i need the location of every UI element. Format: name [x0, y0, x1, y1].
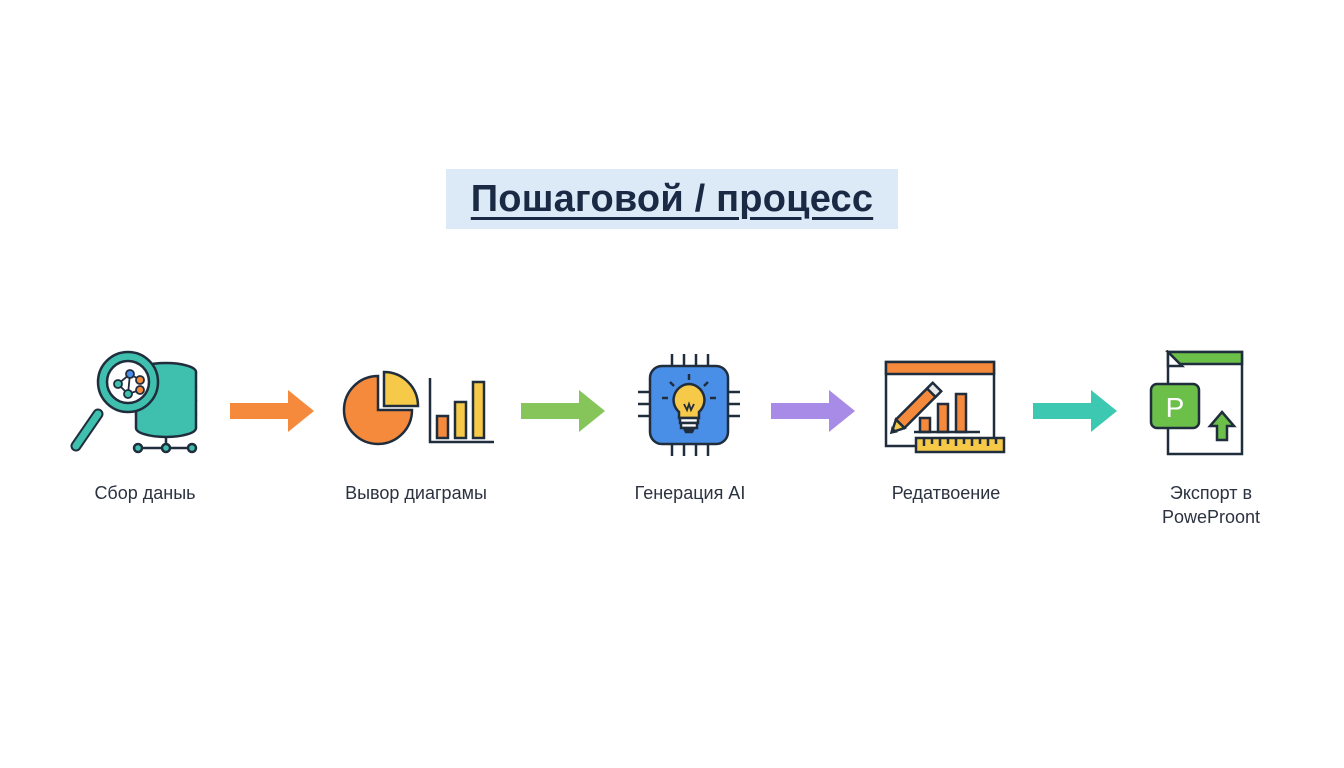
step-label-chart-selection: Вывор диаграмы — [345, 483, 487, 503]
chart-selection-icon — [340, 366, 498, 448]
flow-arrow-1 — [230, 390, 316, 437]
step-label-export: Экспорт в PoweProont — [1161, 483, 1261, 527]
ai-chip-lightbulb-icon — [638, 352, 740, 460]
flow-arrow-4 — [1033, 390, 1119, 437]
step-label-data-collection: Сбор даныь — [94, 483, 196, 503]
flow-arrow-2 — [521, 390, 607, 437]
title-banner: Пошаговой / процесс — [446, 169, 898, 229]
step-label-editing: Редатвоение — [891, 483, 1001, 503]
page-title: Пошаговой / процесс — [470, 177, 874, 220]
chart-edit-icon — [884, 360, 1008, 456]
step-label-ai-generation: Генерация AI — [634, 483, 746, 503]
data-search-icon — [68, 348, 203, 460]
powerpoint-letter: P — [1166, 392, 1185, 423]
powerpoint-export-icon: P — [1148, 350, 1248, 460]
flow-arrow-3 — [771, 390, 857, 437]
